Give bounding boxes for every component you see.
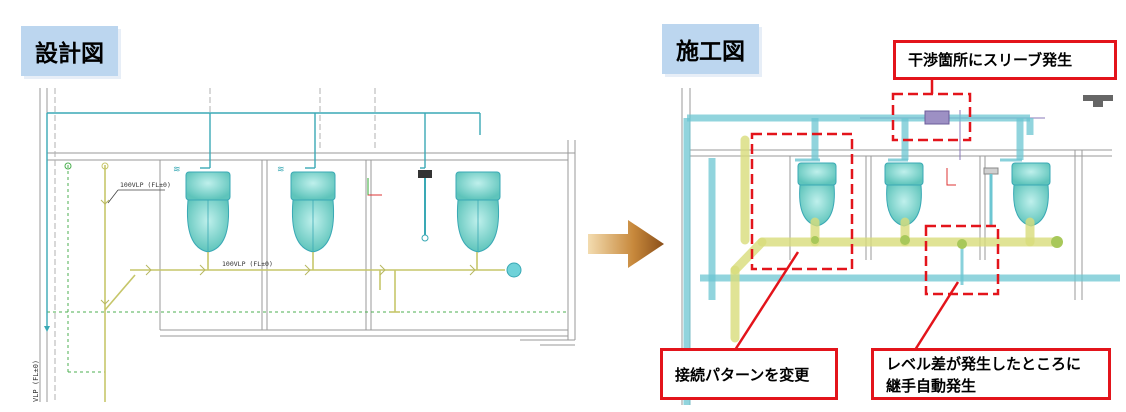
callout-pattern-text: 接続パターンを変更 — [675, 366, 810, 384]
toilet-fixtures-construction — [797, 162, 1051, 227]
pipe-label-2: 100VLP (FL±0) — [222, 260, 273, 268]
transition-arrow — [588, 220, 664, 268]
construction-drawing-tab: 施工図 — [662, 24, 759, 74]
callout-pattern: 接続パターンを変更 — [660, 348, 838, 400]
pipe-label-1: 100VLP (FL±0) — [120, 181, 171, 189]
callout-level-line1: レベル差が発生したところに — [886, 355, 1082, 373]
callout-sleeve: 干渉箇所にスリーブ発生 — [893, 40, 1117, 80]
pipe-label-vertical: VLP (FL±0) — [32, 360, 40, 402]
svg-text:≋: ≋ — [277, 165, 285, 175]
left-plan-drawing: ≋ ≋ 100VLP (FL±0) 100VLP (FL — [32, 88, 576, 402]
callout-sleeve-text: 干渉箇所にスリーブ発生 — [908, 51, 1073, 69]
right-construction-drawing — [681, 79, 1120, 405]
toilet-fixtures-design: ≋ ≋ — [173, 165, 501, 253]
callout-level-difference: レベル差が発生したところに 継手自動発生 — [871, 348, 1111, 400]
callout-level-line2: 継手自動発生 — [886, 377, 977, 395]
svg-text:≋: ≋ — [173, 165, 181, 175]
design-drawing-tab: 設計図 — [21, 26, 118, 76]
